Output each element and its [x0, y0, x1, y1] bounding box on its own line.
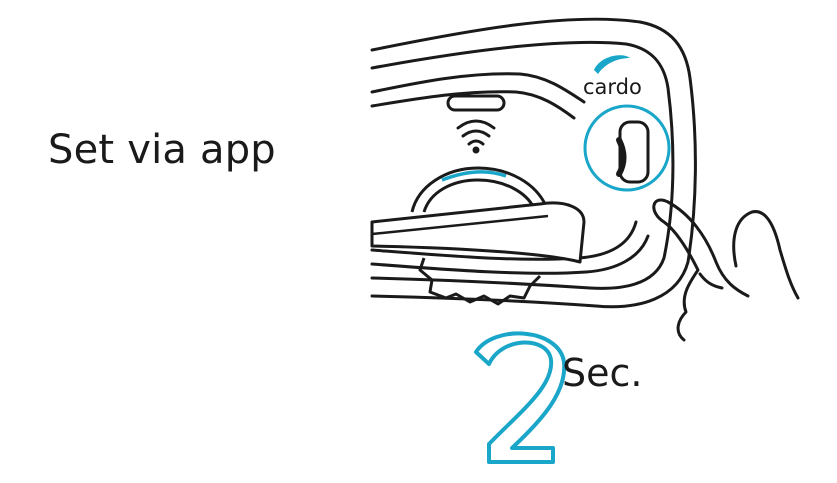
timer-number	[474, 331, 567, 464]
phone-button	[583, 104, 671, 192]
cardo-logo-text: cardo	[583, 75, 642, 99]
cardo-logo-mark	[594, 55, 630, 74]
cardo-logo: cardo	[583, 55, 642, 99]
mounting-tab	[370, 201, 586, 264]
instruction-text: Set via app	[48, 127, 276, 173]
timer-unit: Sec.	[562, 351, 642, 395]
rotary-dial-icon	[410, 166, 548, 306]
timer-indicator: Sec.	[474, 331, 642, 464]
wifi-icon	[446, 94, 506, 154]
pointing-hand-icon	[652, 198, 800, 342]
phone-icon	[616, 137, 627, 177]
helmet-unit-body	[370, 17, 697, 309]
button-highlight-circle	[583, 104, 671, 192]
